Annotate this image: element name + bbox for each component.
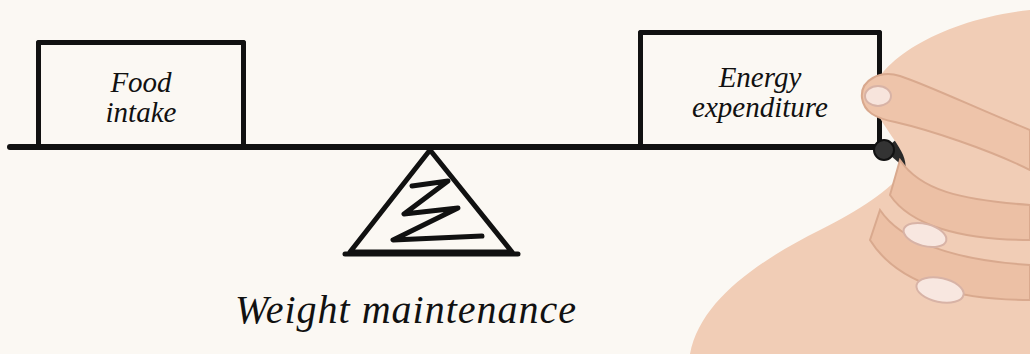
- finger-nail: [914, 273, 966, 306]
- marker-body: [884, 110, 960, 168]
- fulcrum-triangle: [350, 150, 512, 252]
- food-intake-box: Food intake: [36, 40, 246, 148]
- box-label: Food intake: [86, 67, 196, 127]
- spring-zigzag: [393, 181, 482, 240]
- hand-palm: [690, 10, 1030, 354]
- seesaw-beam: [10, 144, 880, 150]
- middle-finger: [890, 160, 1030, 240]
- caption-label: Weight maintenance: [235, 286, 577, 333]
- box-label: Energy expenditure: [670, 62, 850, 122]
- ring-finger: [870, 210, 1030, 300]
- energy-expenditure-box: Energy expenditure: [638, 30, 882, 148]
- index-finger: [862, 74, 1030, 170]
- finger-nail: [865, 86, 891, 106]
- marker-tip: [874, 140, 894, 160]
- finger-nail: [901, 219, 949, 252]
- fulcrum-base: [345, 252, 518, 257]
